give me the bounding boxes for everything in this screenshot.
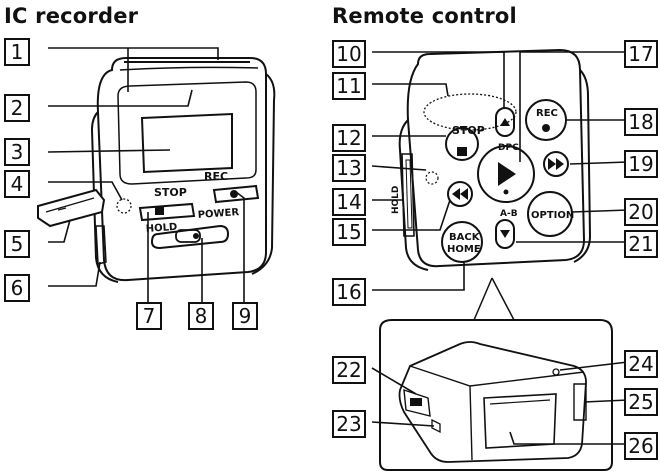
power-label: POWER bbox=[197, 207, 239, 221]
callout-1: 1 bbox=[4, 38, 30, 66]
remote-control-heading: Remote control bbox=[332, 4, 517, 28]
callout-19: 19 bbox=[624, 150, 658, 178]
callout-20: 20 bbox=[624, 198, 658, 226]
callout-26: 26 bbox=[624, 432, 658, 460]
detail-leader-lines bbox=[371, 361, 629, 445]
callout-13: 13 bbox=[332, 154, 366, 182]
callout-2: 2 bbox=[4, 94, 30, 122]
option-label: OPTION bbox=[531, 210, 574, 221]
callout-5: 5 bbox=[4, 230, 30, 258]
rec-label: REC bbox=[204, 170, 228, 183]
detail-connector bbox=[473, 277, 515, 321]
callout-23: 23 bbox=[332, 410, 366, 438]
callout-12: 12 bbox=[332, 124, 366, 152]
callout-10: 10 bbox=[332, 40, 366, 68]
callout-25: 25 bbox=[624, 388, 658, 416]
callout-17: 17 bbox=[624, 40, 658, 68]
remote-control-illustration: STOP REC DPC OPTION A-B BACK HOME HOLD bbox=[391, 48, 592, 271]
callout-14: 14 bbox=[332, 188, 366, 216]
dpc-label: DPC bbox=[498, 143, 519, 153]
ic-recorder-illustration: STOP REC HOLD POWER bbox=[37, 57, 276, 283]
callout-7: 7 bbox=[136, 302, 162, 330]
callout-22: 22 bbox=[332, 356, 366, 384]
back-label: BACK bbox=[449, 232, 481, 243]
callout-8: 8 bbox=[188, 302, 214, 330]
callout-4: 4 bbox=[4, 170, 30, 198]
remote-rec-label: REC bbox=[536, 108, 558, 119]
callout-21: 21 bbox=[624, 230, 658, 258]
home-label: HOME bbox=[447, 244, 481, 255]
callout-16: 16 bbox=[332, 278, 366, 306]
remote-back-detail bbox=[379, 319, 613, 471]
callout-3: 3 bbox=[4, 138, 30, 166]
callout-6: 6 bbox=[4, 274, 30, 302]
hold-label: HOLD bbox=[145, 222, 177, 235]
ic-leader-lines bbox=[47, 47, 245, 304]
remote-leader-lines bbox=[371, 51, 629, 291]
callout-24: 24 bbox=[624, 350, 658, 378]
callout-11: 11 bbox=[332, 72, 366, 100]
ic-recorder-heading: IC recorder bbox=[4, 4, 139, 28]
callout-15: 15 bbox=[332, 218, 366, 246]
remote-stop-label: STOP bbox=[452, 124, 485, 137]
ab-label: A-B bbox=[500, 209, 518, 219]
stop-label: STOP bbox=[154, 186, 187, 199]
callout-18: 18 bbox=[624, 108, 658, 136]
callout-9: 9 bbox=[232, 302, 258, 330]
